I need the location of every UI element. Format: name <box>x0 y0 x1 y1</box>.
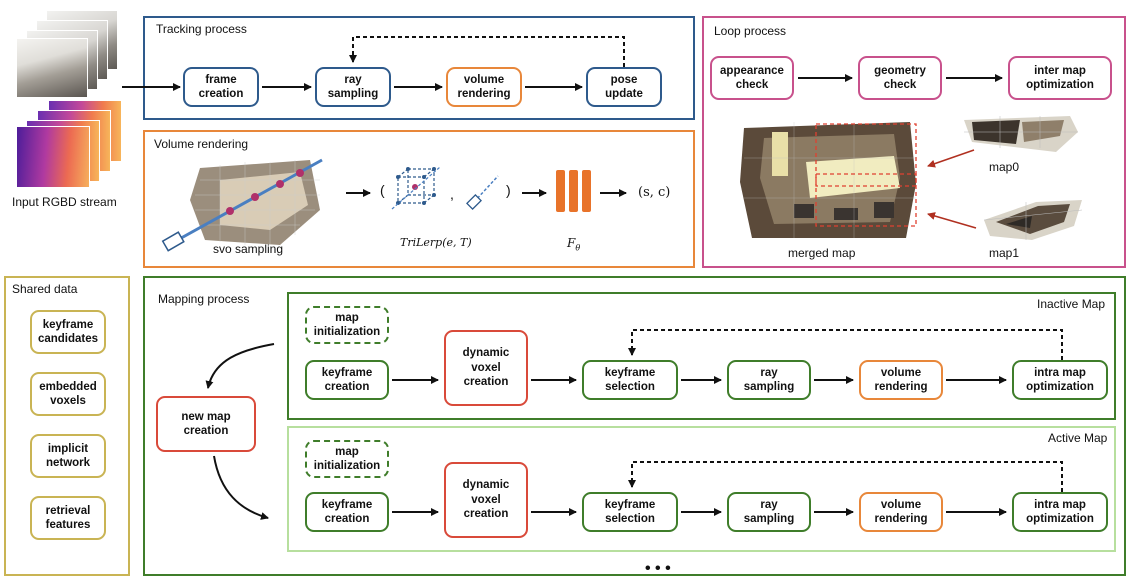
shared-panel <box>4 276 130 576</box>
loop-inter-map-optimization: inter map optimization <box>1008 56 1112 100</box>
shared-title: Shared data <box>12 282 78 296</box>
mapping-panel <box>143 276 1126 576</box>
trilerp-voxel-icon <box>388 165 444 213</box>
merged-map-image <box>734 118 920 242</box>
f-theta-subscript: θ <box>575 243 581 253</box>
mapping-title: Mapping process <box>158 292 250 306</box>
volume-panel <box>143 130 695 268</box>
tracking-volume-rendering: volume rendering <box>446 67 522 107</box>
shared-embedded-voxels: embedded voxels <box>30 372 106 416</box>
f-theta-label: Fθ <box>567 236 580 252</box>
map0-label: map0 <box>989 160 1020 174</box>
map0-image <box>960 112 1080 156</box>
more-maps-ellipsis: • • • <box>645 560 671 577</box>
tracking-frame-creation: frame creation <box>183 67 259 107</box>
active-map-panel <box>287 426 1116 552</box>
svo-sampling-label: svo sampling <box>213 242 284 256</box>
active-map-initialization: map initialization <box>305 440 389 478</box>
map1-label: map1 <box>989 246 1020 260</box>
shared-implicit-network: implicit network <box>30 434 106 478</box>
inactive-map-title: Inactive Map <box>1037 297 1106 311</box>
inactive-keyframe-selection: keyframe selection <box>582 360 678 400</box>
active-intra-map-optimization: intra map optimization <box>1012 492 1108 532</box>
shared-keyframe-candidates: keyframe candidates <box>30 310 106 354</box>
loop-title: Loop process <box>714 24 787 38</box>
loop-panel <box>702 16 1126 268</box>
camera-ray-icon <box>466 172 500 212</box>
inactive-ray-sampling: ray sampling <box>727 360 811 400</box>
f-theta-symbol: F <box>567 236 576 250</box>
map1-image <box>976 196 1086 242</box>
merged-map-label: merged map <box>788 246 856 260</box>
f-theta-network-icon <box>556 170 592 212</box>
shared-retrieval-features: retrieval features <box>30 496 106 540</box>
paren-open: ( <box>380 182 385 198</box>
volume-title: Volume rendering <box>154 137 249 151</box>
active-keyframe-creation: keyframe creation <box>305 492 389 532</box>
active-volume-rendering: volume rendering <box>859 492 943 532</box>
active-ray-sampling: ray sampling <box>727 492 811 532</box>
depth-frame-stack <box>16 100 126 188</box>
inactive-dynamic-voxel-creation: dynamic voxel creation <box>444 330 528 406</box>
inactive-volume-rendering: volume rendering <box>859 360 943 400</box>
comma: , <box>450 186 454 202</box>
loop-appearance-check: appearance check <box>710 56 794 100</box>
trilerp-label: TriLerp(e, T) <box>400 236 472 249</box>
loop-geometry-check: geometry check <box>858 56 942 100</box>
tracking-panel <box>143 16 695 120</box>
active-dynamic-voxel-creation: dynamic voxel creation <box>444 462 528 538</box>
inactive-map-panel <box>287 292 1116 420</box>
inactive-keyframe-creation: keyframe creation <box>305 360 389 400</box>
tracking-title: Tracking process <box>156 22 247 36</box>
paren-close: ) <box>506 182 511 198</box>
inactive-intra-map-optimization: intra map optimization <box>1012 360 1108 400</box>
output-sc-label: (s, c) <box>638 185 671 200</box>
tracking-ray-sampling: ray sampling <box>315 67 391 107</box>
active-map-title: Active Map <box>1048 431 1108 445</box>
tracking-pose-update: pose update <box>586 67 662 107</box>
new-map-creation: new map creation <box>156 396 256 452</box>
active-keyframe-selection: keyframe selection <box>582 492 678 532</box>
rgb-frame-stack <box>16 10 122 98</box>
inactive-map-initialization: map initialization <box>305 306 389 344</box>
input-stream-label: Input RGBD stream <box>12 195 117 209</box>
svo-sampling-illustration <box>160 150 330 255</box>
